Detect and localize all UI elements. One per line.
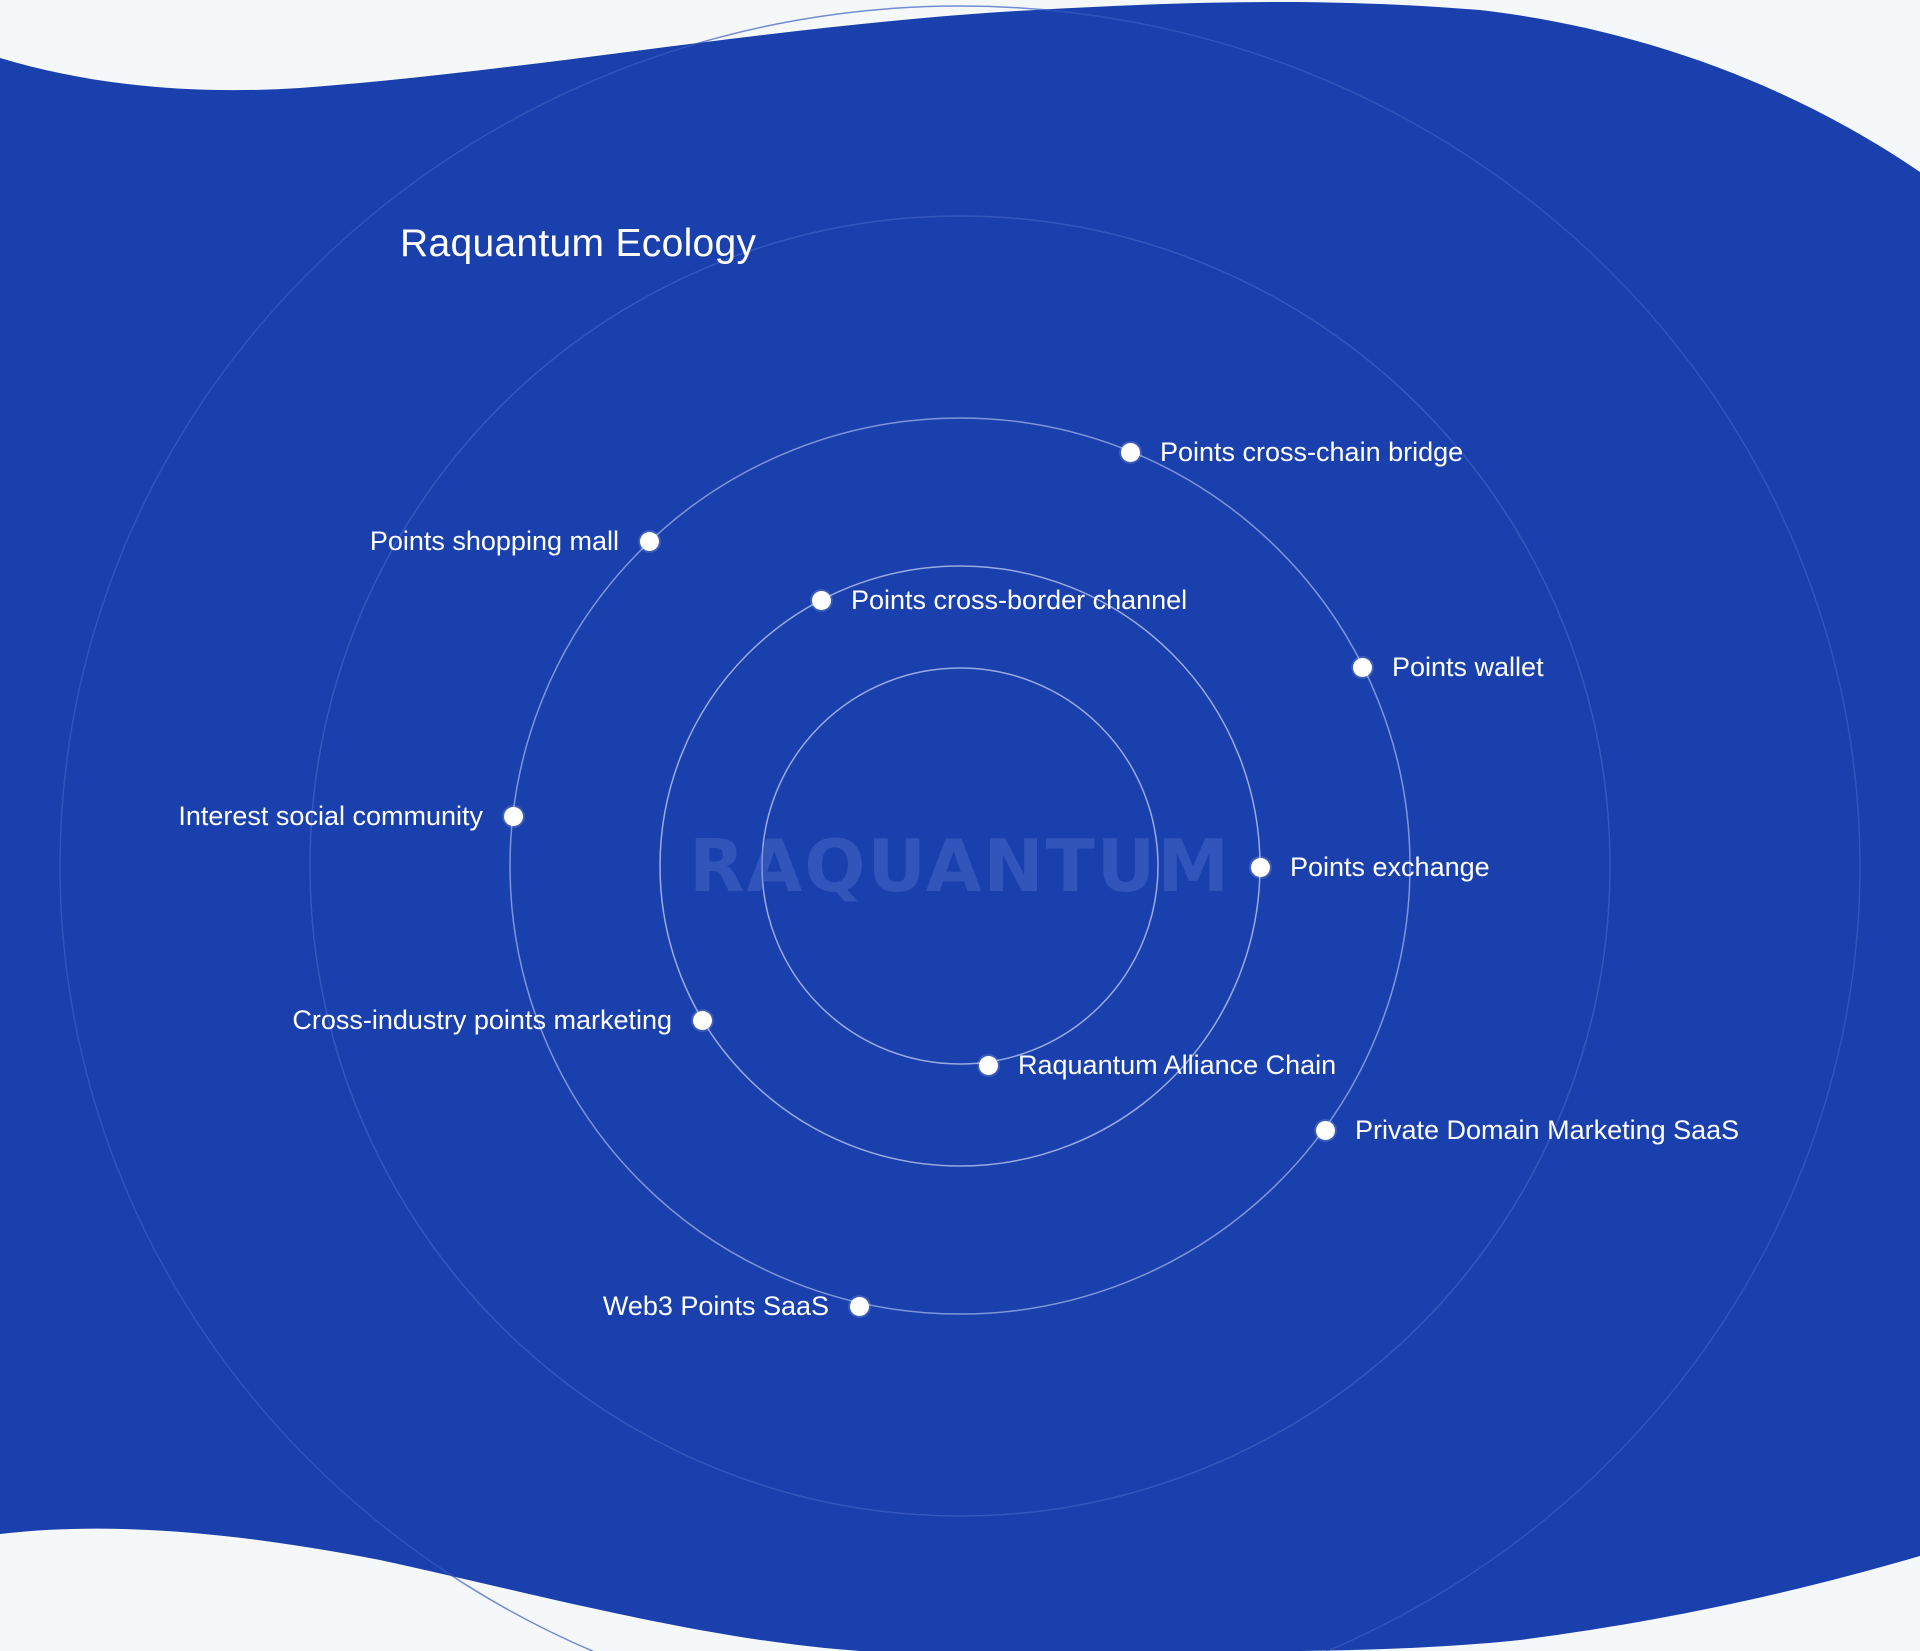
node-label: Points cross-chain bridge bbox=[1160, 437, 1464, 467]
ring-outer-2 bbox=[59, 5, 1861, 1651]
node-label: Raquantum Alliance Chain bbox=[1018, 1050, 1337, 1080]
node-label: Web3 Points SaaS bbox=[602, 1291, 829, 1321]
node-dot[interactable] bbox=[811, 590, 831, 610]
node-dot[interactable] bbox=[1315, 1120, 1335, 1140]
node-label: Points shopping mall bbox=[369, 526, 619, 556]
node-dot[interactable] bbox=[1250, 857, 1270, 877]
node-dot[interactable] bbox=[1352, 657, 1372, 677]
ring-1 bbox=[761, 667, 1159, 1065]
rings bbox=[59, 5, 1861, 1651]
node-dot[interactable] bbox=[692, 1010, 712, 1030]
node-label: Cross-industry points marketing bbox=[292, 1005, 672, 1035]
node-label: Interest social community bbox=[178, 801, 483, 831]
node-label: Private Domain Marketing SaaS bbox=[1355, 1115, 1740, 1145]
ring-3 bbox=[509, 417, 1411, 1315]
center-watermark: RAQUANTUM bbox=[689, 824, 1231, 908]
diagram-title: Raquantum Ecology bbox=[400, 222, 757, 265]
node-dot[interactable] bbox=[849, 1296, 869, 1316]
node-label: Points exchange bbox=[1290, 852, 1490, 882]
node-dot[interactable] bbox=[978, 1055, 998, 1075]
node-dot[interactable] bbox=[503, 806, 523, 826]
node-label: Points wallet bbox=[1392, 652, 1544, 682]
ring-outer-1 bbox=[309, 215, 1611, 1517]
node-dot[interactable] bbox=[1120, 442, 1140, 462]
node-label: Points cross-border channel bbox=[851, 585, 1188, 615]
node-dot[interactable] bbox=[639, 531, 659, 551]
